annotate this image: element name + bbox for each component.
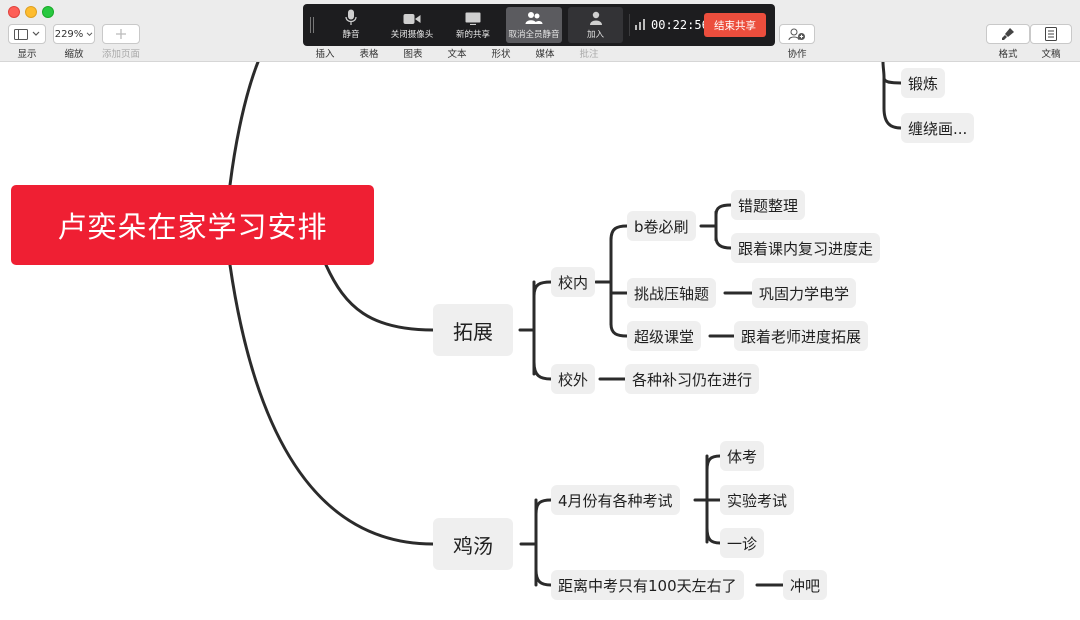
format-button[interactable] (986, 24, 1030, 44)
node-super-class[interactable]: 超级课堂 (627, 321, 702, 351)
paintbrush-icon (1002, 28, 1014, 40)
connector-april-child3 (705, 526, 722, 545)
connector-exercise (882, 76, 903, 85)
zoom-select[interactable]: 229% (53, 24, 95, 44)
add-page-label: 添加页面 (101, 49, 140, 60)
document-icon (1045, 27, 1057, 41)
connector-april-bracket (693, 454, 709, 544)
node-exercise[interactable]: 锻炼 (901, 68, 946, 98)
connector-motivation-bracket (519, 498, 538, 587)
format-label: 格式 (998, 49, 1018, 60)
document-button[interactable] (1030, 24, 1072, 44)
node-motivation[interactable]: 鸡汤 (433, 518, 513, 570)
node-school[interactable]: 校内 (551, 267, 596, 297)
screen-share-icon (465, 12, 481, 25)
document-label: 文稿 (1041, 49, 1061, 60)
node-tutoring[interactable]: 各种补习仍在进行 (625, 364, 760, 394)
fullscreen-window-button[interactable] (42, 6, 54, 18)
connector-drawing (882, 106, 903, 130)
mindmap-connectors (228, 62, 903, 587)
connector-top-trunk (881, 62, 886, 110)
zoom-value: 229% (54, 28, 84, 40)
root-node[interactable]: 卢奕朵在家学习安排 (11, 185, 374, 265)
plus-icon (116, 29, 126, 39)
end-share-button[interactable]: 结束共享 (704, 13, 766, 37)
video-camera-icon (403, 14, 421, 24)
collaborate-label: 协作 (787, 49, 807, 60)
node-first-mock[interactable]: 一诊 (720, 528, 765, 558)
join-button[interactable]: 加入 (568, 7, 623, 43)
connector-root-up (228, 62, 260, 187)
node-outside[interactable]: 校外 (551, 364, 596, 394)
node-countdown[interactable]: 距离中考只有100天左右了 (551, 570, 744, 600)
node-b-paper[interactable]: b卷必刷 (627, 211, 696, 241)
view-button[interactable] (8, 24, 46, 44)
meeting-timer: 00:22:56 (651, 18, 709, 32)
meeting-share-bar: 静音 关闭摄像头 新的共享 取消全员静音 加入 00:22:56 结束共享 (303, 4, 775, 46)
connector-b-paper (609, 224, 629, 242)
node-lab-exam[interactable]: 实验考试 (720, 485, 795, 515)
new-share-button[interactable]: 新的共享 (444, 7, 502, 43)
connector-april-child1 (705, 454, 722, 472)
view-label: 显示 (17, 49, 37, 60)
connector-b-bracket (699, 210, 718, 242)
connector-b-child2 (714, 235, 733, 250)
sidebar-icon (14, 28, 28, 40)
connector-super (609, 322, 629, 338)
mindmap-canvas[interactable]: 卢奕朵在家学习安排 锻炼 缠绕画... 拓展 校内 b卷必刷 错题整理 跟着课内… (0, 62, 1080, 620)
connector-school-bracket (594, 238, 613, 326)
collaborate-button[interactable] (779, 24, 815, 44)
microphone-icon (345, 9, 357, 25)
connector-expand-bracket (518, 280, 536, 376)
new-share-label: 新的共享 (455, 30, 490, 40)
table-label[interactable]: 表格 (359, 49, 379, 60)
connector-countdown (534, 568, 553, 587)
node-april-exams[interactable]: 4月份有各种考试 (551, 485, 680, 515)
comment-label[interactable]: 批注 (579, 49, 599, 60)
node-mechanics[interactable]: 巩固力学电学 (752, 278, 857, 308)
mute-button[interactable]: 静音 (322, 7, 380, 43)
chart-label[interactable]: 图表 (403, 49, 423, 60)
add-page-button[interactable] (102, 24, 140, 44)
drag-handle-icon[interactable] (309, 17, 315, 33)
mute-label: 静音 (342, 30, 360, 40)
connector-school (532, 280, 553, 298)
node-challenge[interactable]: 挑战压轴题 (627, 278, 717, 308)
meeting-divider (629, 14, 630, 36)
zoom-label: 缩放 (64, 49, 84, 60)
camera-off-button[interactable]: 关闭摄像头 (383, 7, 441, 43)
connector-root-motivation (228, 263, 435, 546)
group-mute-icon (525, 12, 543, 24)
unmute-all-button[interactable]: 取消全员静音 (506, 7, 562, 43)
connector-root-expand (324, 263, 435, 332)
signal-strength-icon (635, 19, 645, 30)
person-icon (589, 11, 602, 25)
node-go[interactable]: 冲吧 (783, 570, 828, 600)
node-teacher-pace[interactable]: 跟着老师进度拓展 (734, 321, 869, 351)
chevron-down-icon (86, 31, 93, 36)
insert-label[interactable]: 插入 (315, 49, 335, 60)
connector-april (534, 498, 553, 516)
node-follow-review[interactable]: 跟着课内复习进度走 (731, 233, 881, 263)
connector-b-child1 (714, 203, 733, 217)
shape-label[interactable]: 形状 (491, 49, 511, 60)
unmute-all-label: 取消全员静音 (508, 30, 560, 40)
node-drawing[interactable]: 缠绕画... (901, 113, 975, 143)
node-pe-exam[interactable]: 体考 (720, 441, 765, 471)
camera-off-label: 关闭摄像头 (390, 30, 434, 40)
join-label: 加入 (586, 30, 604, 40)
chevron-down-icon (32, 31, 40, 36)
minimize-window-button[interactable] (25, 6, 37, 18)
text-label[interactable]: 文本 (447, 49, 467, 60)
close-window-button[interactable] (8, 6, 20, 18)
node-error-review[interactable]: 错题整理 (731, 190, 806, 220)
connector-outside (532, 360, 553, 381)
node-expand[interactable]: 拓展 (433, 304, 513, 356)
add-person-icon (788, 28, 805, 40)
media-label[interactable]: 媒体 (535, 49, 555, 60)
